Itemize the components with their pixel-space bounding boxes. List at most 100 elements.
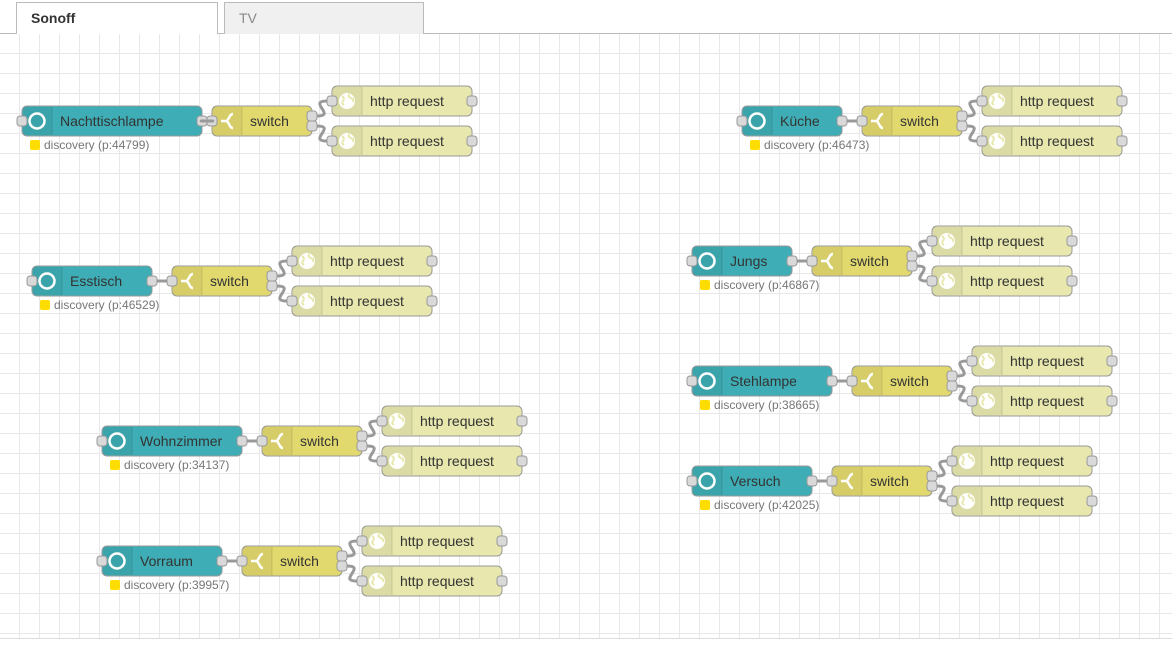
input-port[interactable] [376, 415, 388, 427]
input-port[interactable] [16, 115, 28, 127]
wire[interactable] [346, 539, 358, 558]
output-port-2[interactable] [336, 560, 348, 572]
input-port[interactable] [926, 275, 938, 287]
input-port[interactable] [926, 235, 938, 247]
output-port[interactable] [426, 295, 438, 307]
input-port[interactable] [256, 435, 268, 447]
output-port[interactable] [466, 95, 478, 107]
input-port[interactable] [286, 255, 298, 267]
wire[interactable] [346, 564, 358, 583]
http-request-node[interactable]: http request [286, 245, 438, 277]
input-port[interactable] [236, 555, 248, 567]
switch-node[interactable]: switch [256, 425, 368, 457]
http-request-node[interactable]: http request [946, 445, 1098, 477]
output-port[interactable] [146, 275, 158, 287]
input-port[interactable] [286, 295, 298, 307]
input-port[interactable] [946, 495, 958, 507]
input-port[interactable] [326, 95, 338, 107]
output-port[interactable] [1116, 95, 1128, 107]
switch-node[interactable]: switch [236, 545, 348, 577]
switch-node[interactable]: switch [846, 365, 958, 397]
switch-node[interactable]: switch [826, 465, 938, 497]
http-request-node[interactable]: http request [946, 485, 1098, 517]
output-port-1[interactable] [956, 110, 968, 122]
input-port[interactable] [686, 255, 698, 267]
tab-sonoff[interactable]: Sonoff [16, 2, 218, 35]
output-port-1[interactable] [356, 430, 368, 442]
input-port[interactable] [96, 435, 108, 447]
input-port[interactable] [806, 255, 818, 267]
output-port[interactable] [836, 115, 848, 127]
http-request-node[interactable]: http request [326, 85, 478, 117]
wire[interactable] [916, 264, 928, 283]
output-port[interactable] [806, 475, 818, 487]
output-port[interactable] [1086, 495, 1098, 507]
input-port[interactable] [946, 455, 958, 467]
input-port[interactable] [966, 355, 978, 367]
output-port-2[interactable] [926, 480, 938, 492]
output-port[interactable] [1066, 275, 1078, 287]
switch-node[interactable]: switch [856, 105, 968, 137]
output-port[interactable] [216, 555, 228, 567]
input-port[interactable] [356, 575, 368, 587]
wire[interactable] [966, 124, 978, 143]
http-request-node[interactable]: http request [966, 385, 1118, 417]
input-port[interactable] [686, 475, 698, 487]
output-port[interactable] [826, 375, 838, 387]
output-port-1[interactable] [946, 370, 958, 382]
wire[interactable] [936, 484, 948, 503]
output-port[interactable] [1106, 355, 1118, 367]
http-request-node[interactable]: http request [926, 265, 1078, 297]
output-port[interactable] [496, 575, 508, 587]
input-port[interactable] [166, 275, 178, 287]
tab-tv[interactable]: TV [224, 2, 424, 34]
input-port[interactable] [96, 555, 108, 567]
wire[interactable] [956, 359, 968, 378]
wire[interactable] [276, 284, 288, 303]
output-port-2[interactable] [906, 260, 918, 272]
output-port[interactable] [496, 535, 508, 547]
input-port[interactable] [736, 115, 748, 127]
switch-node[interactable]: switch [206, 105, 318, 137]
input-port[interactable] [976, 135, 988, 147]
http-request-node[interactable]: http request [356, 525, 508, 557]
output-port-1[interactable] [336, 550, 348, 562]
input-port[interactable] [856, 115, 868, 127]
http-request-node[interactable]: http request [976, 85, 1128, 117]
switch-node[interactable]: switch [166, 265, 278, 297]
output-port[interactable] [236, 435, 248, 447]
http-request-node[interactable]: http request [926, 225, 1078, 257]
input-port[interactable] [26, 275, 38, 287]
output-port[interactable] [1106, 395, 1118, 407]
wire[interactable] [366, 444, 378, 463]
output-port[interactable] [466, 135, 478, 147]
output-port[interactable] [1116, 135, 1128, 147]
http-request-node[interactable]: http request [326, 125, 478, 157]
output-port[interactable] [786, 255, 798, 267]
http-request-node[interactable]: http request [376, 405, 528, 437]
input-port[interactable] [686, 375, 698, 387]
output-port[interactable] [516, 415, 528, 427]
output-port[interactable] [516, 455, 528, 467]
input-port[interactable] [966, 395, 978, 407]
output-port-2[interactable] [266, 280, 278, 292]
output-port[interactable] [426, 255, 438, 267]
http-request-node[interactable]: http request [976, 125, 1128, 157]
wire[interactable] [936, 459, 948, 478]
output-port-1[interactable] [266, 270, 278, 282]
wire[interactable] [316, 99, 328, 118]
input-port[interactable] [846, 375, 858, 387]
input-port[interactable] [976, 95, 988, 107]
wire[interactable] [956, 384, 968, 403]
output-port[interactable] [1066, 235, 1078, 247]
wire[interactable] [316, 124, 328, 143]
output-port-1[interactable] [906, 250, 918, 262]
